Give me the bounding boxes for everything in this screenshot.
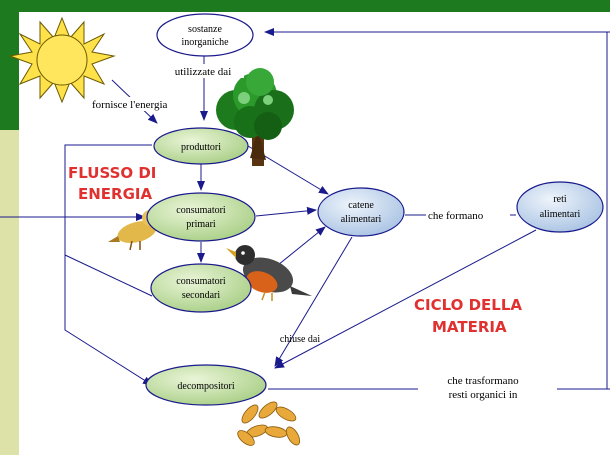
label-chiuse-dai: chiuse dai xyxy=(280,334,320,345)
node-catene-line1: catene xyxy=(348,200,374,211)
label-che-trasformano-line2: resti organici in xyxy=(449,389,518,401)
top-border-bar xyxy=(0,0,610,12)
left-border-olive xyxy=(0,130,19,455)
tree-icon xyxy=(216,68,294,166)
node-decompositori: decompositori xyxy=(145,364,267,406)
node-reti: reti alimentari xyxy=(516,181,604,233)
node-decompositori-label: decompositori xyxy=(177,381,234,392)
node-catene: catene alimentari xyxy=(317,187,405,237)
heading-ciclo-line2: MATERIA xyxy=(432,318,507,336)
label-fornisce-energia: fornisce l'energia xyxy=(92,99,168,111)
node-consumatori-secondari: consumatori secondari xyxy=(150,263,252,313)
heading-flusso-line1: FLUSSO DI xyxy=(68,164,156,182)
node-consumatori-primari: consumatori primari xyxy=(146,192,256,242)
node-primari-line2: primari xyxy=(186,219,216,230)
left-border-divider xyxy=(19,12,21,455)
edge-left-to-secondari xyxy=(64,254,153,297)
label-che-trasformano-line1: che trasformano xyxy=(447,375,519,387)
node-primari-line1: consumatori xyxy=(176,205,226,216)
node-sostanze-line2: inorganiche xyxy=(181,37,229,48)
node-produttori-label: produttori xyxy=(181,142,221,153)
label-utilizzate-dai: utilizzate dai xyxy=(175,66,232,78)
node-reti-line2: alimentari xyxy=(540,209,581,220)
edge-reti-decompositori xyxy=(274,229,537,369)
edge-primari-catene xyxy=(255,206,317,217)
node-secondari-line1: consumatori xyxy=(176,276,226,287)
sun-icon xyxy=(8,16,116,104)
edge-catene-decompositori xyxy=(274,236,353,367)
heading-flusso-line2: ENERGIA xyxy=(78,185,152,203)
left-border-green xyxy=(0,0,19,130)
robin-bird-icon xyxy=(226,245,312,301)
node-sostanze: sostanze inorganiche xyxy=(156,13,254,57)
edge-produttori-left xyxy=(64,144,153,386)
heading-ciclo-line1: CICLO DELLA xyxy=(414,296,522,314)
node-produttori: produttori xyxy=(153,127,249,165)
node-sostanze-line1: sostanze xyxy=(188,24,222,35)
node-catene-line2: alimentari xyxy=(341,214,382,225)
label-che-formano: che formano xyxy=(428,210,484,222)
seeds-icon xyxy=(237,401,301,446)
node-secondari-line2: secondari xyxy=(182,290,221,301)
node-reti-line1: reti xyxy=(553,194,567,205)
